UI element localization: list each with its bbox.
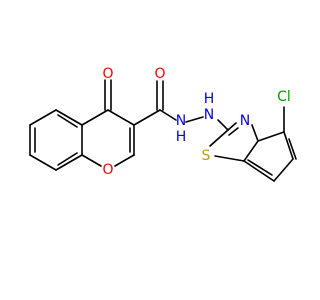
bond: [243, 140, 259, 162]
atom-label-o-carbonyl: O: [102, 66, 113, 82]
bond: [217, 119, 229, 131]
atom-label-n1: N: [176, 113, 186, 129]
atom-label-o-ring: O: [102, 162, 113, 178]
bond: [29, 154, 57, 171]
bond: [81, 154, 102, 167]
bond: [55, 109, 83, 126]
atom-label-layer: O O O N H N H N S Cl: [102, 66, 290, 178]
molecule-structure: O O O N H N H N S Cl: [29, 66, 297, 182]
bond: [243, 160, 275, 182]
bond: [251, 124, 259, 142]
bond: [57, 152, 78, 166]
bond: [114, 154, 135, 167]
bond: [283, 131, 294, 160]
atom-label-chlorine: Cl: [277, 89, 291, 105]
bond: [227, 122, 237, 131]
atom-label-h1: H: [176, 129, 187, 145]
bond: [273, 158, 294, 182]
atom-label-sulfur: S: [202, 148, 211, 164]
bond: [55, 154, 83, 171]
bond: [81, 109, 109, 126]
molecule-canvas: O O O N H N H N S Cl: [29, 66, 297, 182]
bond: [133, 109, 161, 126]
bond-layer: [29, 79, 297, 182]
bond: [257, 131, 285, 142]
bond: [185, 116, 204, 123]
bond: [29, 109, 57, 126]
atom-label-n2: N: [204, 107, 214, 123]
bond: [159, 109, 177, 121]
bond: [57, 114, 78, 128]
bond: [209, 129, 229, 147]
bond: [288, 138, 297, 160]
bond: [228, 127, 239, 136]
bond: [107, 109, 135, 126]
bond: [247, 159, 273, 176]
atom-label-o-amide: O: [154, 66, 165, 82]
bond: [214, 155, 245, 162]
atom-label-h2: H: [204, 91, 215, 107]
atom-label-thiazole-n: N: [240, 113, 250, 129]
